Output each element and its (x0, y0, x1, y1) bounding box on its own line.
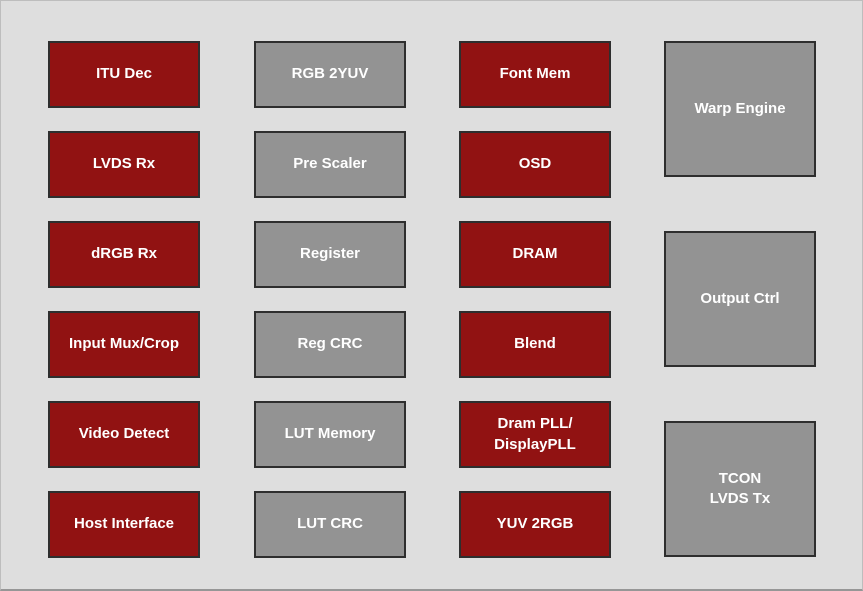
block-dram-pll-displaypll: Dram PLL/ DisplayPLL (459, 401, 611, 468)
block-input-mux-crop: Input Mux/Crop (48, 311, 200, 378)
block-warp-engine: Warp Engine (664, 41, 816, 177)
block-label: LUT CRC (297, 515, 363, 533)
block-rgb-2yuv: RGB 2YUV (254, 41, 406, 108)
block-output-ctrl: Output Ctrl (664, 231, 816, 367)
block-osd: OSD (459, 131, 611, 198)
block-label: Blend (514, 335, 556, 353)
block-label: Warp Engine (694, 99, 786, 117)
block-reg-crc: Reg CRC (254, 311, 406, 378)
block-pre-scaler: Pre Scaler (254, 131, 406, 198)
block-label: Dram PLL/ DisplayPLL (494, 415, 576, 453)
block-label: LVDS Rx (92, 155, 156, 173)
block-lut-memory: LUT Memory (254, 401, 406, 468)
block-blend: Blend (459, 311, 611, 378)
block-label: ITU Dec (96, 65, 152, 83)
block-label: RGB 2YUV (291, 65, 369, 83)
block-lvds-rx: LVDS Rx (48, 131, 200, 198)
block-label: Reg CRC (297, 335, 363, 353)
block-label: Register (299, 245, 361, 263)
block-label: Host Interface (73, 515, 175, 533)
block-label: Input Mux/Crop (69, 335, 179, 353)
block-label: dRGB Rx (91, 245, 157, 263)
block-dram: DRAM (459, 221, 611, 288)
block-font-mem: Font Mem (459, 41, 611, 108)
block-video-detect: Video Detect (48, 401, 200, 468)
block-drgb-rx: dRGB Rx (48, 221, 200, 288)
block-register: Register (254, 221, 406, 288)
block-itu-dec: ITU Dec (48, 41, 200, 108)
block-label: Pre Scaler (293, 155, 367, 173)
block-label: Video Detect (78, 425, 170, 443)
block-label: LUT Memory (284, 425, 376, 443)
block-label: Font Mem (499, 65, 571, 83)
block-label: Output Ctrl (700, 289, 780, 307)
block-tcon-lvds-tx: TCON LVDS Tx (664, 421, 816, 557)
block-label: TCON LVDS Tx (709, 469, 771, 507)
block-yuv-2rgb: YUV 2RGB (459, 491, 611, 558)
block-label: DRAM (512, 245, 558, 263)
block-label: YUV 2RGB (496, 515, 574, 533)
block-lut-crc: LUT CRC (254, 491, 406, 558)
block-label: OSD (518, 155, 552, 173)
block-host-interface: Host Interface (48, 491, 200, 558)
